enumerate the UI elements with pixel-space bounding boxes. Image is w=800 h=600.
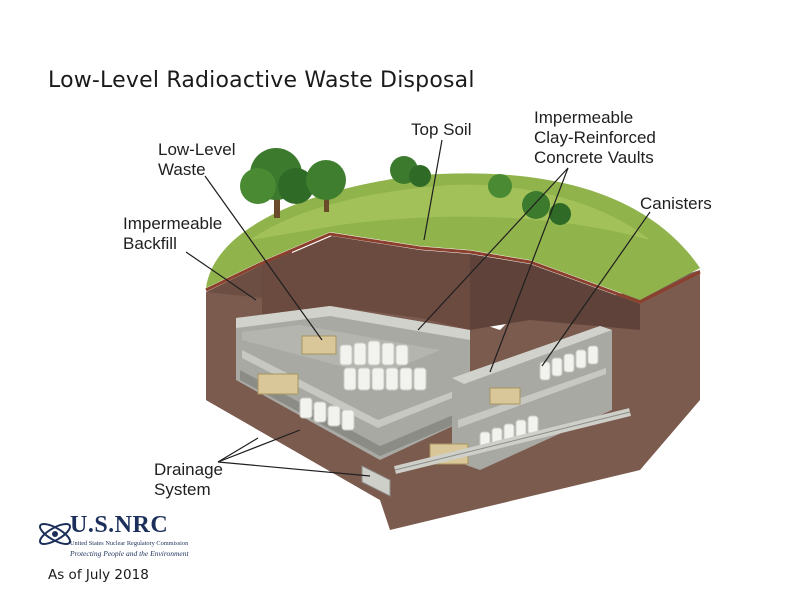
grass-edge (205, 232, 701, 304)
page-title: Low-Level Radioactive Waste Disposal (48, 68, 475, 93)
top-soil-label: Top Soil (411, 120, 472, 139)
nrc-logo: U.S.NRC United States Nuclear Regulatory… (36, 512, 189, 564)
trees (240, 148, 571, 225)
main-vault (236, 306, 470, 460)
pit-right-wall (470, 254, 640, 330)
date-note: As of July 2018 (48, 567, 149, 583)
grass-top-highlight (250, 184, 650, 240)
logo-subtitle: United States Nuclear Regulatory Commiss… (70, 540, 189, 547)
logo-tagline: Protecting People and the Environment (70, 549, 189, 558)
leader-lines (185, 139, 651, 477)
impermeable-backfill-label: Impermeable Backfill (123, 214, 223, 253)
drainage-pipes (361, 408, 631, 497)
drainage-system-label: Drainage System (154, 460, 223, 499)
logo-name: U.S.NRC (70, 512, 169, 538)
low-level-waste-label: Low-Level Waste (158, 140, 236, 179)
canisters-label: Canisters (640, 194, 712, 213)
atom-icon (38, 523, 72, 545)
concrete-vaults-label: Impermeable Clay-Reinforced Concrete Vau… (534, 108, 656, 167)
pit-back-wall (262, 236, 470, 330)
